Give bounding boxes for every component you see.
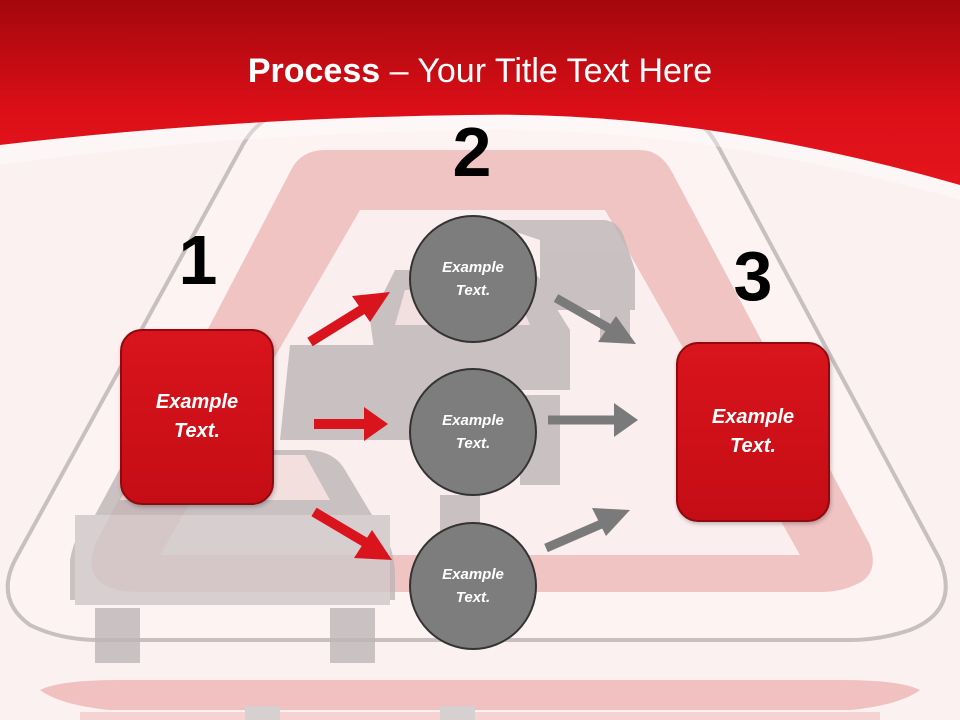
gray-arrow-up xyxy=(544,508,630,553)
circle-middle-label: Example Text. xyxy=(442,412,504,452)
step-2-circle-middle: Example Text. xyxy=(409,368,537,496)
circle-bottom-label: Example Text. xyxy=(442,566,504,606)
step-number-2: 2 xyxy=(452,113,492,191)
gray-arrow-mid xyxy=(548,403,638,437)
step-3-box: Example Text. xyxy=(676,342,830,522)
step-number-1: 1 xyxy=(178,221,218,299)
step-1-label: Example Text. xyxy=(155,391,239,442)
gray-arrow-down xyxy=(553,294,636,344)
step-3-label: Example Text. xyxy=(711,406,795,457)
step-1-box: Example Text. xyxy=(120,329,274,505)
red-arrow-down xyxy=(311,507,392,560)
title-rest: – Your Title Text Here xyxy=(380,52,713,90)
red-arrow-mid xyxy=(314,407,388,441)
reflection xyxy=(40,680,920,710)
red-arrow-up xyxy=(307,292,390,347)
circle-top-label: Example Text. xyxy=(442,259,504,299)
header-band xyxy=(0,0,960,185)
step-number-3: 3 xyxy=(733,237,773,315)
title-bold: Process xyxy=(247,52,381,90)
step-2-circle-bottom: Example Text. xyxy=(409,522,537,650)
slide-title: Process – Your Title Text Here xyxy=(0,52,960,91)
step-2-circle-top: Example Text. xyxy=(409,215,537,343)
